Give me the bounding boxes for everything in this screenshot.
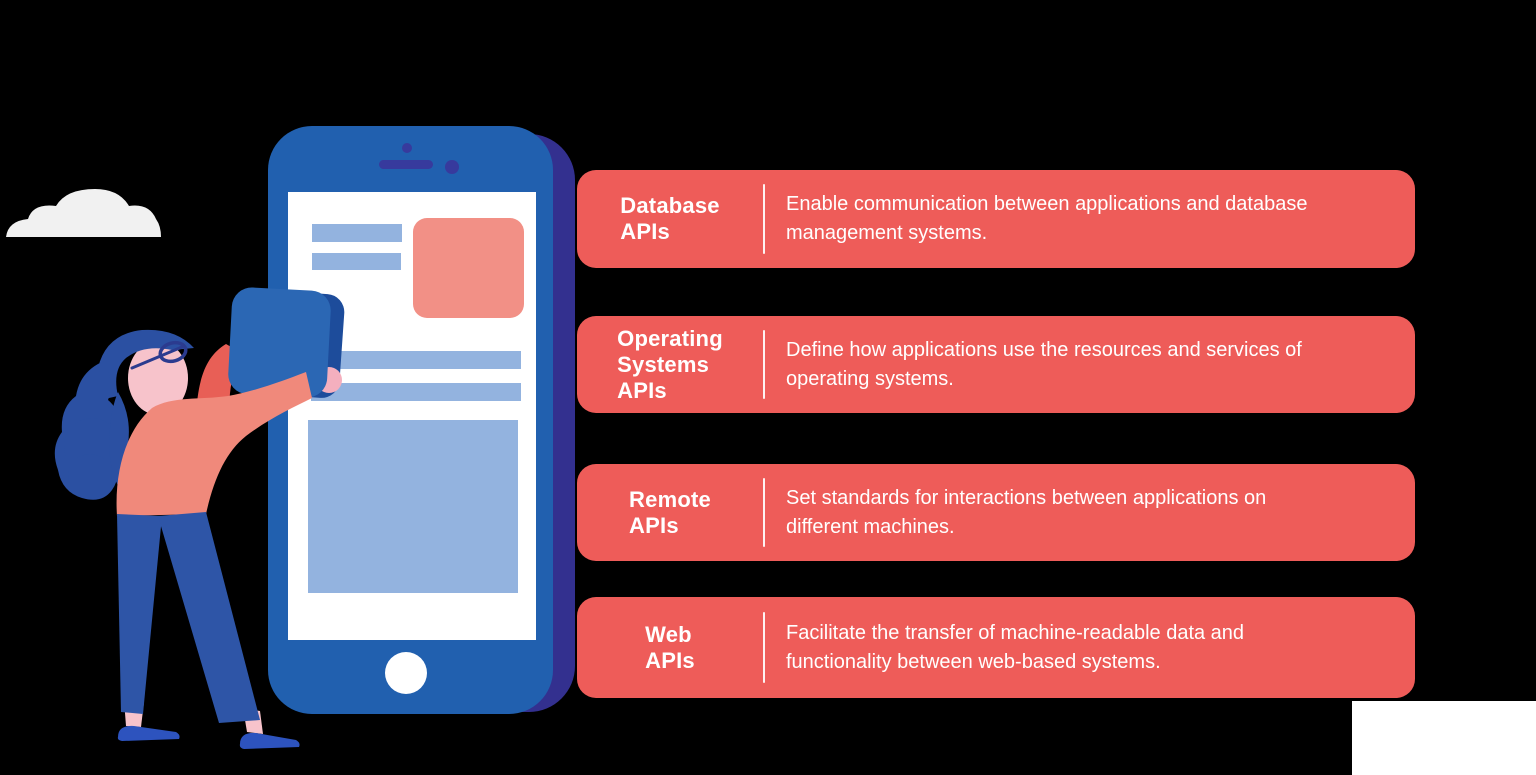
speaker-bar-icon bbox=[379, 160, 433, 169]
card-title-cell: Web APIs bbox=[577, 597, 763, 698]
screen-content-block bbox=[308, 420, 518, 593]
person-shirt bbox=[116, 372, 312, 516]
api-card-remote: Remote APIs Set standards for interactio… bbox=[577, 464, 1415, 561]
api-card-database: Database APIs Enable communication betwe… bbox=[577, 170, 1415, 268]
screen-text-bar bbox=[312, 224, 402, 242]
person-leg bbox=[158, 512, 260, 723]
card-divider bbox=[763, 184, 765, 254]
card-title-cell: Remote APIs bbox=[577, 464, 763, 561]
card-title: Remote APIs bbox=[629, 486, 711, 538]
person-leg bbox=[117, 514, 162, 714]
api-card-operating-systems: Operating Systems APIs Define how applic… bbox=[577, 316, 1415, 413]
app-icon-front bbox=[228, 287, 331, 398]
card-title: Operating Systems APIs bbox=[617, 325, 723, 403]
glasses-icon bbox=[130, 340, 188, 370]
watermark-cover bbox=[1352, 701, 1536, 775]
card-divider bbox=[763, 478, 765, 547]
screen-text-bar bbox=[311, 383, 521, 401]
card-divider bbox=[763, 330, 765, 399]
api-card-web: Web APIs Facilitate the transfer of mach… bbox=[577, 597, 1415, 698]
card-description: Facilitate the transfer of machine-reada… bbox=[786, 621, 1245, 673]
person-hair bbox=[54, 329, 194, 500]
home-button bbox=[385, 652, 427, 694]
card-title-cell: Database APIs bbox=[577, 170, 763, 268]
screen-image-tile bbox=[413, 218, 524, 318]
cloud-icon bbox=[6, 189, 161, 237]
card-description: Enable communication between application… bbox=[786, 193, 1308, 244]
illustration-woman-with-smartphone bbox=[6, 126, 575, 749]
card-title: Web APIs bbox=[645, 621, 695, 673]
card-title: Database APIs bbox=[620, 193, 720, 244]
person-shoe bbox=[239, 732, 300, 749]
person bbox=[54, 287, 345, 749]
card-title-cell: Operating Systems APIs bbox=[577, 316, 763, 413]
card-description: Define how applications use the resource… bbox=[786, 338, 1302, 390]
card-description: Set standards for interactions between a… bbox=[786, 486, 1267, 538]
screen-text-bar bbox=[311, 351, 521, 369]
card-divider bbox=[763, 611, 765, 684]
person-shoe bbox=[117, 725, 180, 741]
camera-dot-icon bbox=[402, 143, 412, 153]
sensor-dot-icon bbox=[445, 160, 459, 174]
smartphone bbox=[268, 126, 575, 714]
screen-text-bar bbox=[312, 253, 401, 270]
